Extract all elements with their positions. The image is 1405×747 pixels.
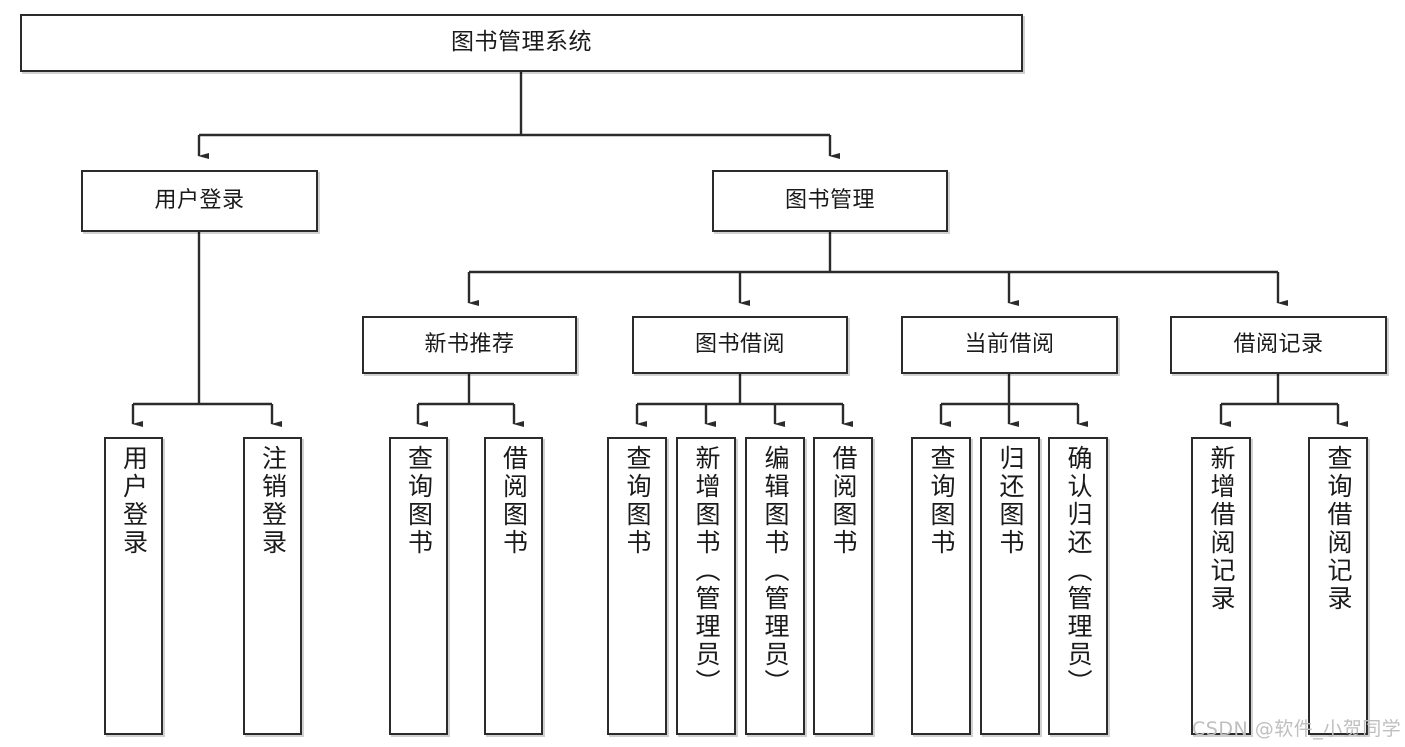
node-label: 用户登录: [119, 445, 149, 557]
node-label: 当前借阅: [964, 331, 1055, 357]
node-current-borrow[interactable]: 当前借阅: [901, 316, 1118, 374]
node-book-borrow[interactable]: 图书借阅: [632, 316, 848, 374]
leaf-query-book-borrow[interactable]: 查询图书: [607, 437, 667, 735]
leaf-query-book-current[interactable]: 查询图书: [911, 437, 971, 735]
node-label: 查询借阅记录: [1324, 445, 1353, 613]
leaf-add-borrow-record[interactable]: 新增借阅记录: [1191, 437, 1251, 735]
node-label: 查询图书: [404, 445, 434, 557]
node-root-system[interactable]: 图书管理系统: [20, 14, 1023, 72]
node-label: 编辑图书（管理员）: [761, 445, 790, 697]
node-label: 用户登录: [154, 187, 245, 213]
node-user-login[interactable]: 用户登录: [81, 170, 318, 232]
node-label: 图书管理: [784, 187, 875, 213]
node-book-management[interactable]: 图书管理: [712, 170, 948, 232]
node-label: 确认归还（管理员）: [1064, 445, 1093, 697]
node-label: 新书推荐: [424, 331, 515, 357]
csdn-watermark: CSDN @软件_小贺同学: [1192, 718, 1402, 740]
leaf-user-login[interactable]: 用户登录: [104, 437, 163, 735]
node-label: 图书借阅: [694, 331, 785, 357]
node-label: 借阅记录: [1233, 331, 1324, 357]
node-label: 借阅图书: [829, 445, 858, 557]
node-label: 查询图书: [927, 445, 956, 557]
node-new-book-recommend[interactable]: 新书推荐: [362, 316, 577, 374]
leaf-query-book-recommend[interactable]: 查询图书: [389, 437, 448, 735]
leaf-borrow-book-recommend[interactable]: 借阅图书: [484, 437, 543, 735]
node-label: 图书管理系统: [451, 29, 592, 56]
leaf-logout[interactable]: 注销登录: [243, 437, 302, 735]
node-label: 注销登录: [258, 445, 288, 557]
node-label: 新增借阅记录: [1207, 445, 1236, 613]
leaf-edit-book-admin[interactable]: 编辑图书（管理员）: [745, 437, 805, 735]
node-label: 查询图书: [623, 445, 652, 557]
node-label: 归还图书: [996, 445, 1025, 557]
leaf-return-book[interactable]: 归还图书: [980, 437, 1040, 735]
leaf-confirm-return-admin[interactable]: 确认归还（管理员）: [1048, 437, 1108, 735]
node-borrow-record[interactable]: 借阅记录: [1170, 316, 1387, 374]
leaf-borrow-book[interactable]: 借阅图书: [813, 437, 873, 735]
leaf-add-book-admin[interactable]: 新增图书（管理员）: [676, 437, 736, 735]
node-label: 新增图书（管理员）: [692, 445, 721, 697]
leaf-query-borrow-record[interactable]: 查询借阅记录: [1308, 437, 1368, 735]
node-label: 借阅图书: [499, 445, 529, 557]
